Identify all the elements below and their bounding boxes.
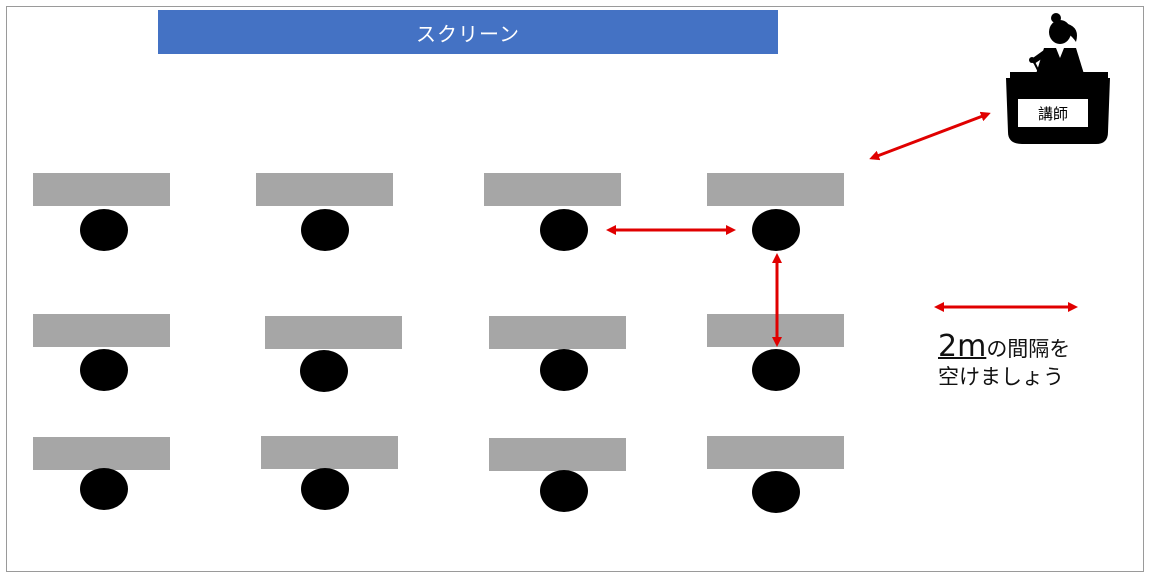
seat [540, 349, 588, 391]
seat [752, 471, 800, 513]
seat [80, 349, 128, 391]
legend-line-2: 空けましょう [938, 365, 1064, 389]
screen-label: スクリーン [416, 21, 520, 46]
seat [752, 209, 800, 251]
desk [707, 173, 844, 206]
seat [301, 209, 349, 251]
desk [256, 173, 393, 206]
screen-banner: スクリーン [158, 10, 778, 54]
diagram-frame [6, 6, 1144, 572]
legend-text-line1: の間隔を [986, 337, 1071, 361]
desk [707, 436, 844, 469]
arrow-instructor-to-seats [869, 111, 991, 161]
legend-text: 2mの間隔を 空けましょう [938, 332, 1071, 391]
desk [265, 316, 402, 349]
legend-line-1: 2mの間隔を [938, 332, 1071, 363]
seat [80, 468, 128, 510]
desk [484, 173, 621, 206]
instructor-label: 講師 [1017, 98, 1089, 128]
desk [489, 316, 626, 349]
desk [489, 438, 626, 471]
seat [752, 349, 800, 391]
seat [540, 209, 588, 251]
desk [33, 173, 170, 206]
seat [301, 468, 349, 510]
desk [33, 314, 170, 347]
seat [540, 470, 588, 512]
desk [261, 436, 398, 469]
instructor-label-text: 講師 [1037, 104, 1068, 123]
legend-distance: 2m [938, 329, 987, 364]
desk [33, 437, 170, 470]
seat [80, 209, 128, 251]
seat [300, 350, 348, 392]
